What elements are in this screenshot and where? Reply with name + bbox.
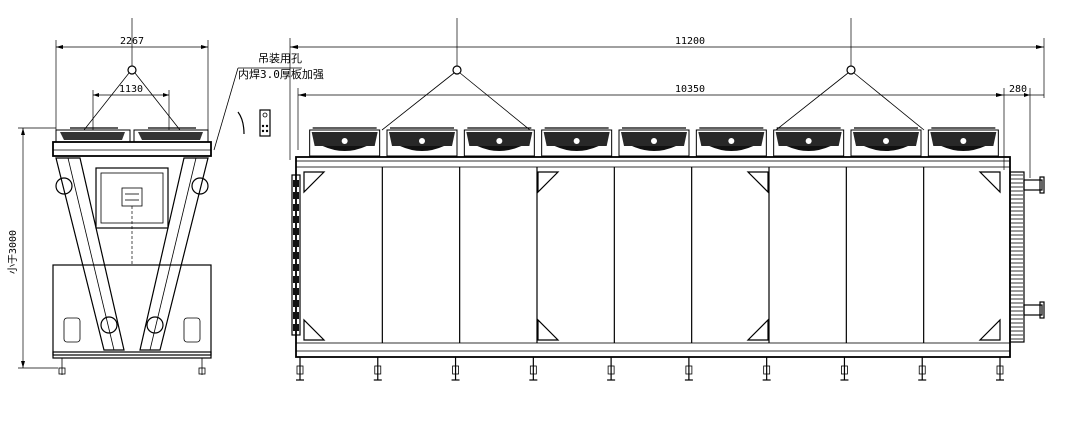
fan-icon bbox=[386, 127, 458, 157]
dimension-inner-length: 10350 bbox=[297, 84, 1005, 170]
lifting-ring-icon bbox=[846, 65, 856, 75]
support-leg bbox=[451, 357, 460, 381]
fan-icon bbox=[850, 127, 922, 157]
inlet-pipe-icon bbox=[1023, 179, 1043, 191]
support-leg bbox=[529, 357, 538, 381]
end-offset-label: 280 bbox=[1009, 84, 1027, 95]
total-length-label: 11200 bbox=[675, 36, 705, 47]
support-leg bbox=[373, 357, 382, 381]
lifting-hole-label: 吊装用孔 bbox=[258, 52, 302, 65]
annotations: 吊装用孔 内焊3.0厚板加强 bbox=[213, 52, 324, 151]
inner-length-label: 10350 bbox=[675, 84, 705, 95]
support-leg bbox=[296, 357, 304, 381]
plate-detail-icon bbox=[259, 109, 271, 137]
fan-icon bbox=[541, 127, 613, 157]
electrical-box bbox=[95, 167, 169, 266]
front-fans bbox=[309, 127, 999, 157]
side-inner-width-label: 1130 bbox=[119, 84, 143, 95]
support-leg bbox=[840, 357, 849, 381]
coil-frame bbox=[291, 156, 1045, 358]
fan-icon bbox=[695, 127, 767, 157]
side-fans bbox=[55, 127, 209, 143]
fan-icon bbox=[927, 127, 999, 157]
front-lifting-rigging bbox=[381, 18, 925, 131]
dimension-end-offset: 280 bbox=[1004, 84, 1044, 178]
support-leg bbox=[607, 357, 616, 381]
fan-icon bbox=[618, 127, 690, 157]
side-view: 2267 1130 bbox=[7, 18, 212, 375]
support-leg bbox=[762, 357, 771, 381]
side-height-label: 小于3000 bbox=[7, 230, 19, 274]
fan-icon bbox=[773, 127, 845, 157]
lifting-ring-icon bbox=[127, 65, 137, 75]
fan-icon bbox=[309, 127, 381, 157]
dimension-side-height: 小于3000 bbox=[7, 127, 58, 369]
hook-detail-icon bbox=[237, 111, 245, 135]
lifting-ring-icon bbox=[452, 65, 462, 75]
support-leg bbox=[918, 357, 927, 381]
v-coil-frame bbox=[55, 157, 209, 351]
fan-icon bbox=[463, 127, 535, 157]
dimension-side-inner-width: 1130 bbox=[92, 84, 170, 132]
dimension-total-length: 11200 bbox=[289, 36, 1045, 160]
support-leg bbox=[684, 357, 693, 381]
outlet-pipe-icon bbox=[1023, 304, 1043, 316]
reinforcement-label: 内焊3.0厚板加强 bbox=[238, 67, 324, 81]
front-view: 11200 10350 280 bbox=[289, 18, 1045, 381]
support-leg bbox=[996, 357, 1004, 381]
support-legs bbox=[296, 357, 1004, 381]
